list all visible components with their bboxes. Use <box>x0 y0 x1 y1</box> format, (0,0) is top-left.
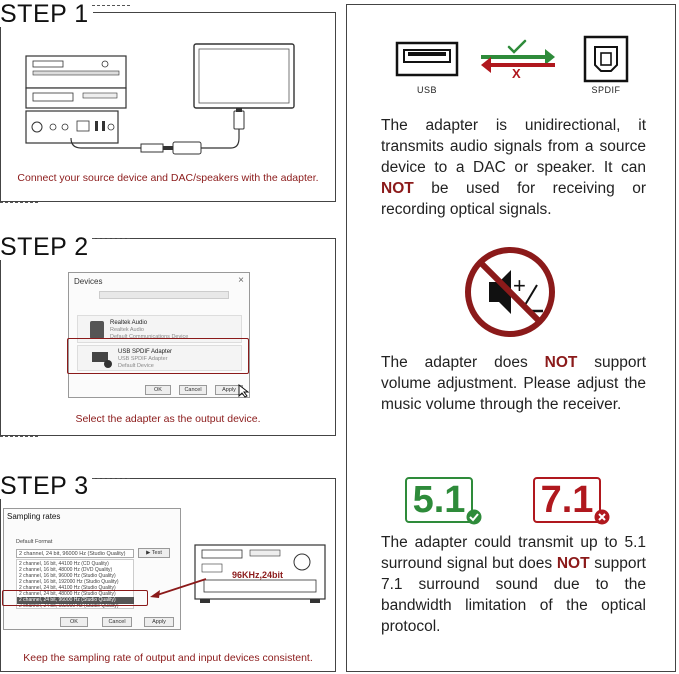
receiver-display-text: 96KHz,24bit <box>232 570 284 580</box>
step2-title: STEP 2 <box>0 235 93 260</box>
usb-port-icon <box>395 41 459 77</box>
svg-text:+: + <box>513 273 526 298</box>
para1-post: be used for receiving or recording optic… <box>381 180 646 218</box>
cancel-button[interactable]: Cancel <box>179 385 207 395</box>
default-check-icon <box>104 360 112 368</box>
devices-dialog: Devices × Realtek Audio Realtek Audio De… <box>68 272 250 398</box>
cursor-icon <box>238 384 250 398</box>
step2-title-dash <box>92 238 130 239</box>
unidirectional-text: The adapter is unidirectional, it transm… <box>381 115 646 220</box>
format-option[interactable]: 2 channel, 16 bit, 96000 Hz (Studio Qual… <box>19 573 116 579</box>
devices-tabs <box>99 291 229 299</box>
para1-pre: The adapter is unidirectional, it transm… <box>381 117 646 176</box>
adapter-icon <box>92 352 108 362</box>
device-sub2: Default Device <box>118 363 154 369</box>
devices-dialog-close-icon[interactable]: × <box>238 275 244 286</box>
para2-pre: The adapter does <box>381 354 545 371</box>
usb-label: USB <box>416 85 437 95</box>
step2-caption: Select the adapter as the output device. <box>75 413 261 425</box>
format-option[interactable]: 2 channel, 24 bit, 48000 Hz (Studio Qual… <box>19 591 116 597</box>
device-item-usb-spdif[interactable]: USB SPDIF Adapter USB SPDIF Adapter Defa… <box>77 345 242 371</box>
step3-title-dash <box>92 478 130 479</box>
step3-caption: Keep the sampling rate of output and inp… <box>23 652 313 664</box>
format-option[interactable]: 2 channel, 16 bit, 44100 Hz (CD Quality) <box>19 561 109 567</box>
device-sub2: Default Communications Device <box>110 334 189 340</box>
format-select-value: 2 channel, 24 bit, 96000 Hz (Studio Qual… <box>19 551 126 557</box>
highlight-96khz-option <box>2 590 148 606</box>
badge-5-1: 5.1 <box>405 477 473 523</box>
step1-caption: Connect your source device and DAC/speak… <box>17 172 319 184</box>
sampling-dialog-title: Sampling rates <box>7 512 61 521</box>
highlight-usb-adapter <box>67 338 249 374</box>
format-option-selected[interactable]: 2 channel, 24 bit, 96000 Hz (Studio Qual… <box>17 597 134 604</box>
no-volume-icon: + <box>465 247 555 337</box>
para3-not: NOT <box>556 555 590 572</box>
badge-7-1: 7.1 <box>533 477 601 523</box>
ok-button[interactable]: OK <box>145 385 171 395</box>
arrow-icon <box>150 578 207 598</box>
default-format-label: Default Format <box>16 539 53 545</box>
ok-button[interactable]: OK <box>60 617 88 627</box>
format-option[interactable]: 2 channel, 16 bit, 48000 Hz (DVD Quality… <box>19 567 113 573</box>
para2-not: NOT <box>544 354 578 371</box>
info-panel: USB X SPDIF The adapter is unidirectiona… <box>346 4 676 672</box>
cancel-button[interactable]: Cancel <box>102 617 132 627</box>
para3-pre: The adapter could transmit up to 5.1 sur… <box>381 534 646 572</box>
direction-arrows-icon <box>481 39 555 73</box>
spdif-port-icon <box>583 35 629 83</box>
device-name: Realtek Audio <box>110 320 148 326</box>
devices-dialog-title: Devices <box>74 277 103 286</box>
surround-text: The adapter could transmit up to 5.1 sur… <box>381 532 646 637</box>
step1-title: STEP 1 <box>0 2 93 27</box>
volume-text: The adapter does NOT support volume adju… <box>381 352 646 415</box>
para3-post: support 7.1 surround sound due to the ba… <box>381 555 646 635</box>
sampling-dialog: Sampling rates Default Format 2 channel,… <box>3 508 181 630</box>
step3-title: STEP 3 <box>0 474 93 499</box>
not-allowed-x: X <box>512 66 521 81</box>
step1-title-dash <box>92 5 130 6</box>
format-option[interactable]: 2 channel, 16 bit, 192000 Hz (Studio Qua… <box>19 579 119 585</box>
stereo-system-illustration <box>25 55 127 144</box>
device-sub1: USB SPDIF Adapter <box>118 356 168 362</box>
check-circle-icon <box>466 509 482 525</box>
format-select[interactable]: 2 channel, 24 bit, 96000 Hz (Studio Qual… <box>16 549 134 558</box>
para1-not: NOT <box>381 180 414 197</box>
step1-bottom-dash <box>0 202 38 203</box>
format-options-list: 2 channel, 16 bit, 44100 Hz (CD Quality)… <box>16 559 134 609</box>
laptop-illustration <box>193 43 295 109</box>
x-circle-icon <box>594 509 610 525</box>
format-option[interactable]: 2 channel, 24 bit, 192000 Hz (Studio Qua… <box>19 603 119 609</box>
apply-button[interactable]: Apply <box>144 617 174 627</box>
format-option-selected-label: 2 channel, 24 bit, 96000 Hz (Studio Qual… <box>19 597 116 603</box>
device-sub1: Realtek Audio <box>110 327 144 333</box>
para2-post: support volume adjustment. Please adjust… <box>381 354 646 413</box>
test-button[interactable]: ▶ Test <box>138 548 170 558</box>
step1-panel <box>0 12 336 202</box>
spdif-label: SPDIF <box>591 85 621 95</box>
speaker-icon <box>90 321 104 339</box>
step2-bottom-dash <box>0 436 38 437</box>
adapter-cable-illustration <box>70 108 245 155</box>
format-option[interactable]: 2 channel, 24 bit, 44100 Hz (Studio Qual… <box>19 585 116 591</box>
device-name: USB SPDIF Adapter <box>118 349 173 355</box>
receiver-illustration <box>194 544 326 603</box>
